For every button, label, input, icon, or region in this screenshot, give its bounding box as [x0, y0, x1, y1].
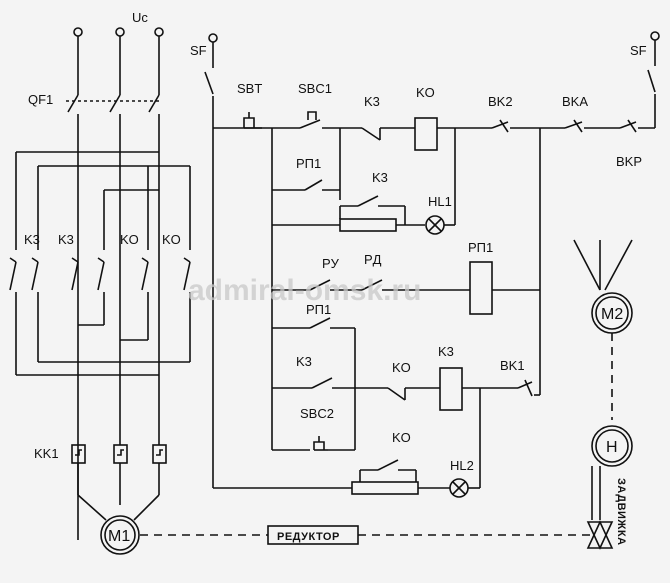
k3-power-label-1: K3 [24, 232, 40, 247]
uc-label: Uc [132, 10, 148, 25]
vk1-label: BK1 [500, 358, 525, 373]
ko-lower-label: KO [392, 360, 411, 375]
hl2-label: HL2 [450, 458, 474, 473]
ko-power-label-1: KO [120, 232, 139, 247]
rd-label: PД [364, 252, 382, 267]
motor-m2 [573, 239, 633, 420]
motor-m1 [100, 515, 140, 555]
m1-label: M1 [108, 528, 130, 545]
reversing-contactor-wiring [9, 151, 191, 376]
phase-lines [66, 36, 160, 540]
m2-label: M2 [601, 306, 623, 323]
supply-terminals [73, 27, 164, 37]
rp1-coil-label: PП1 [468, 240, 493, 255]
kk1-label: KK1 [34, 446, 59, 461]
thermal-relay-kk1 [71, 444, 167, 521]
pump-h [591, 425, 633, 520]
vka-label: BKA [562, 94, 588, 109]
vk2-label: BK2 [488, 94, 513, 109]
top-rung [213, 111, 655, 151]
h-label: H [606, 439, 618, 456]
ko-top-label: KO [416, 85, 435, 100]
sf-left-switch [204, 33, 218, 488]
sbt-label: SBT [237, 81, 262, 96]
watermark-text: admiral-omsk.ru [188, 274, 421, 307]
sbc2-label: SBC2 [300, 406, 334, 421]
ko-power-label-2: KO [162, 232, 181, 247]
sf-left-label: SF [190, 43, 207, 58]
sbc1-label: SBC1 [298, 81, 332, 96]
k3-coil-label: K3 [438, 344, 454, 359]
qf1-label: QF1 [28, 92, 53, 107]
ru-label: PУ [322, 256, 340, 271]
control-branches [213, 128, 541, 498]
reductor-label: РЕДУКТОР [277, 531, 340, 543]
zadvizhka-label: ЗАДВИЖКА [615, 478, 627, 546]
rp1-lower-label: PП1 [306, 302, 331, 317]
k3-top-label: K3 [364, 94, 380, 109]
ko-bottom-label: KO [392, 430, 411, 445]
k3-mid-label: K3 [372, 170, 388, 185]
hl1-label: HL1 [428, 194, 452, 209]
valve-symbol [586, 520, 614, 550]
sf-right-switch [647, 31, 660, 128]
k3-power-label-2: K3 [58, 232, 74, 247]
sf-right-label: SF [630, 43, 647, 58]
vkr-label: BKP [616, 154, 642, 169]
k3-lower-label: K3 [296, 354, 312, 369]
rp1-contact-label: PП1 [296, 156, 321, 171]
